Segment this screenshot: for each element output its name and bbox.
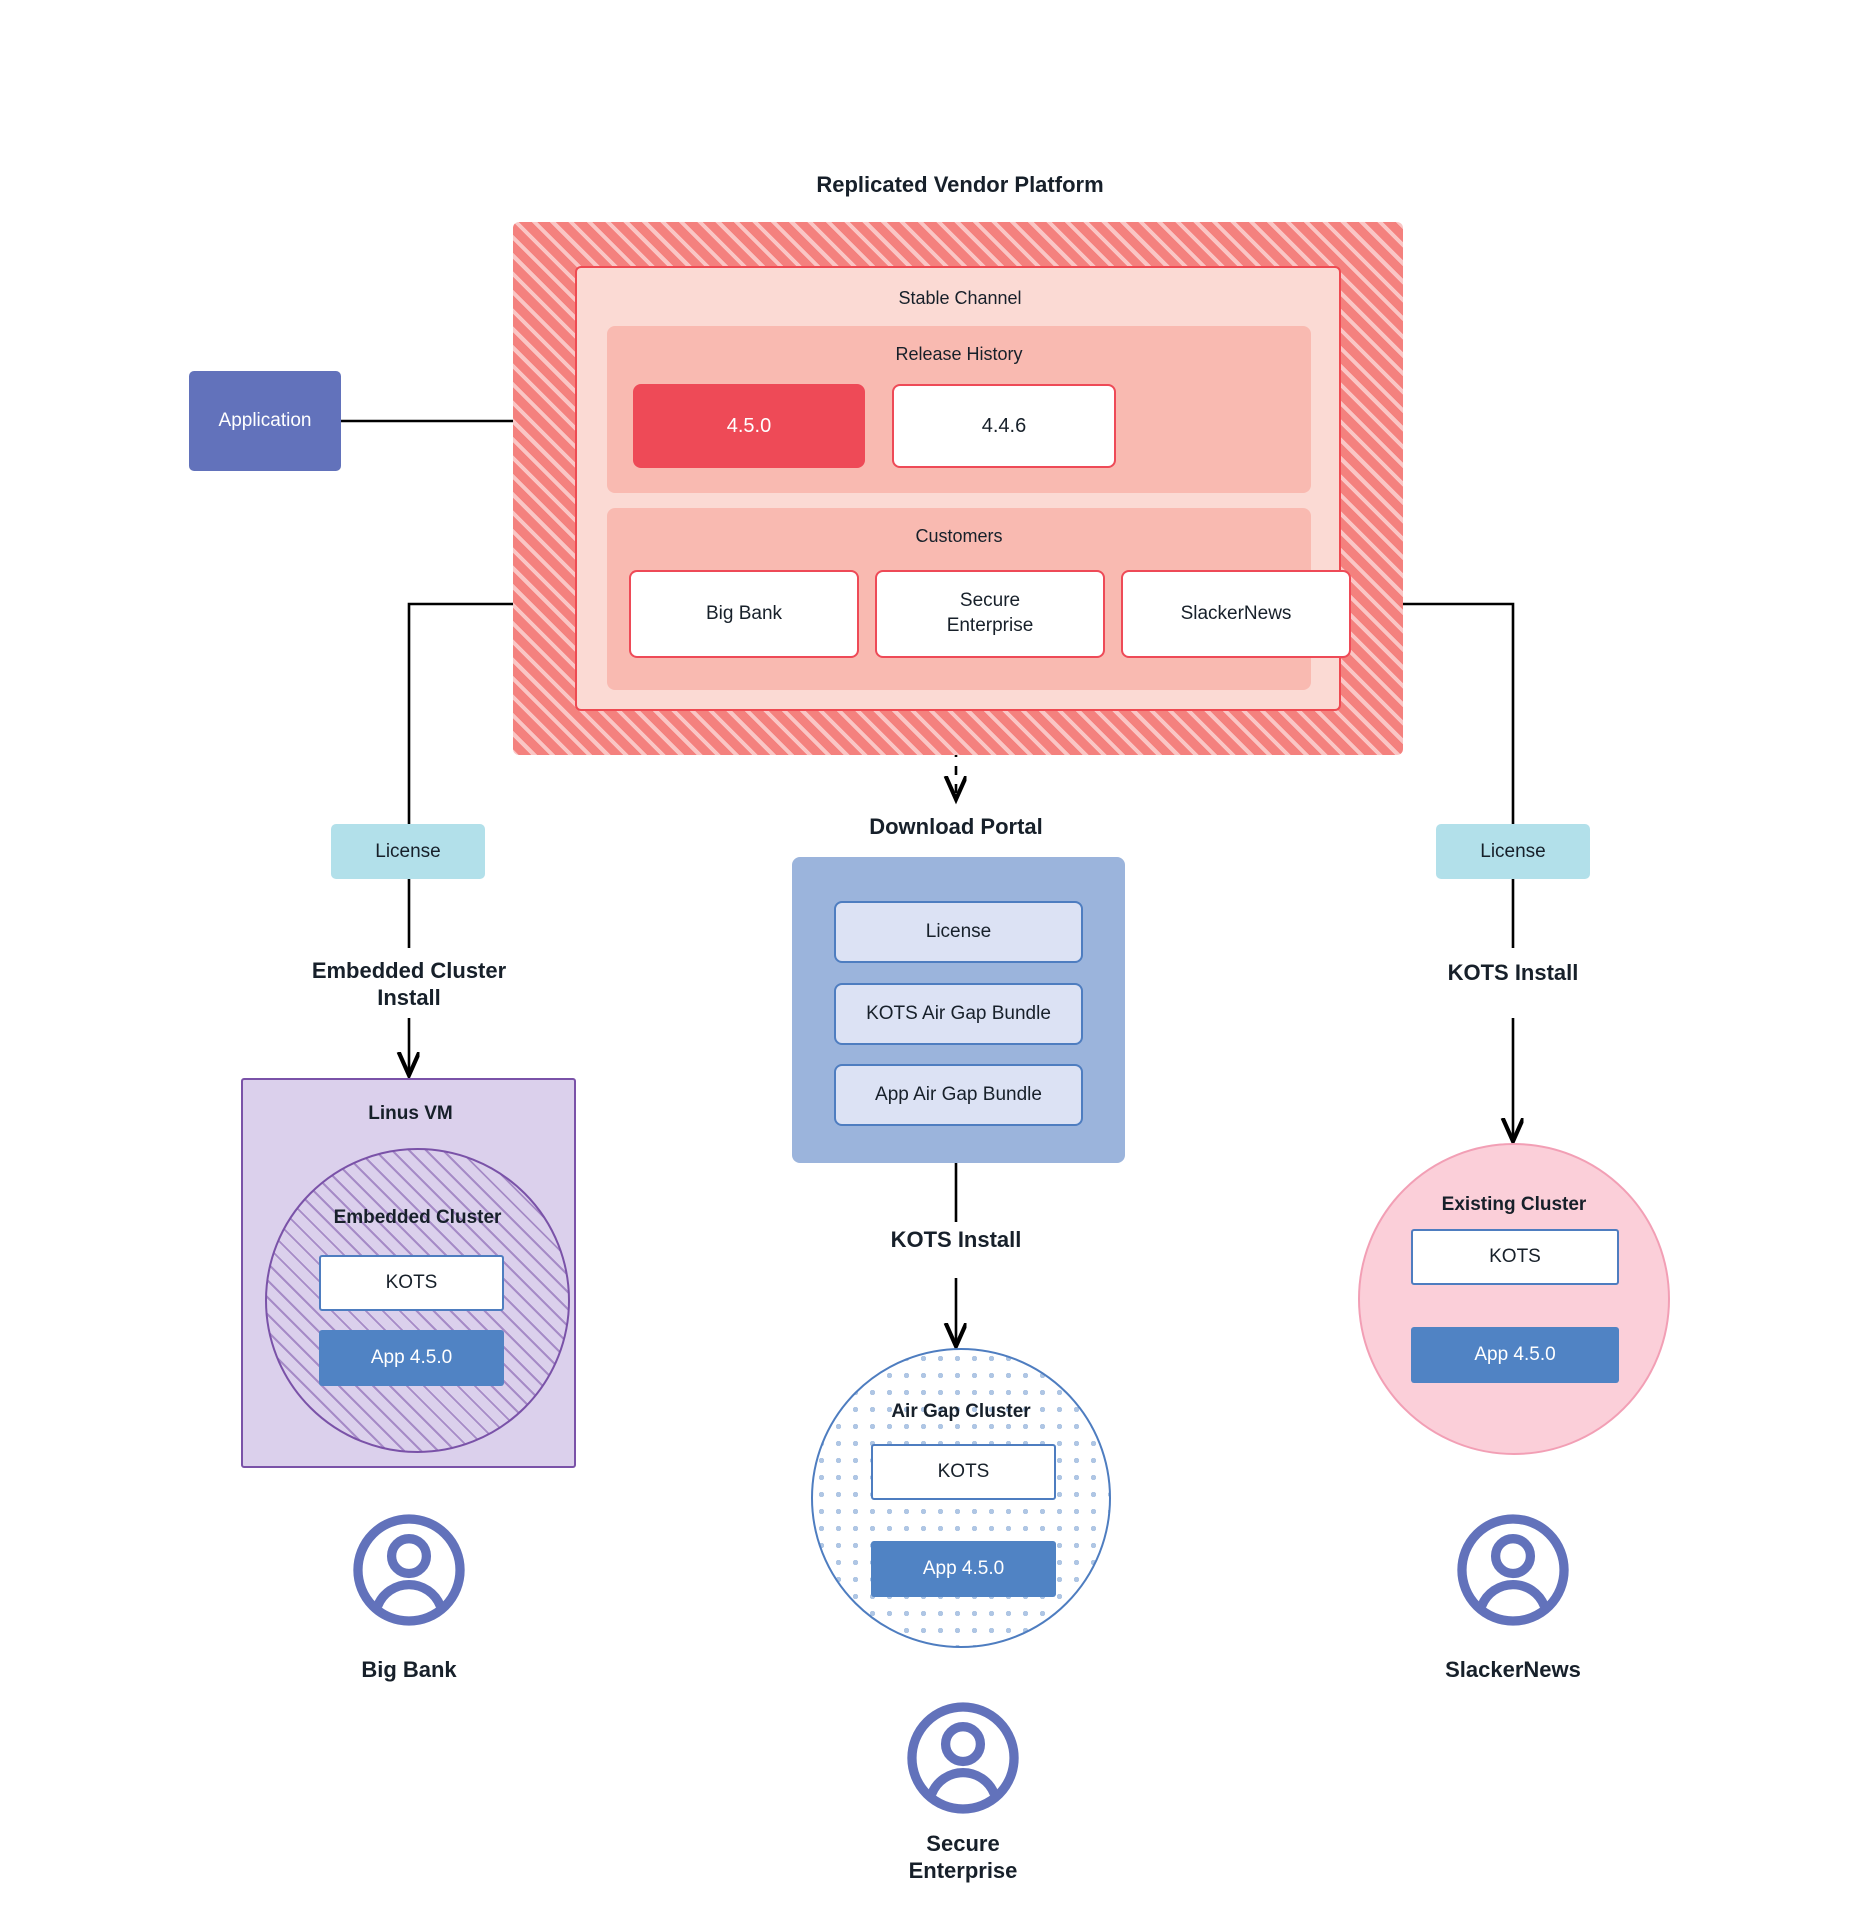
- license-chip-left[interactable]: License: [331, 824, 485, 879]
- portal-item-license[interactable]: License: [834, 901, 1083, 963]
- app-version-label: App 4.5.0: [370, 1347, 453, 1368]
- release-history-title: Release History: [895, 343, 1023, 364]
- app-box-middle[interactable]: App 4.5.0: [871, 1541, 1056, 1597]
- kots-box-left[interactable]: KOTS: [319, 1255, 504, 1311]
- customer-name-label: Secure Enterprise: [946, 590, 1034, 636]
- linus-vm-label: Linus VM: [368, 1103, 453, 1124]
- avatar-big-bank: [353, 1514, 465, 1626]
- download-portal-container: License KOTS Air Gap Bundle App Air Gap …: [792, 857, 1125, 1163]
- app-version-label: App 4.5.0: [922, 1558, 1005, 1579]
- stable-channel-container: Stable Channel Release History 4.5.0 4.4…: [575, 266, 1351, 711]
- vendor-platform-container: Stable Channel Release History 4.5.0 4.4…: [513, 222, 1403, 755]
- release-card-previous[interactable]: 4.4.6: [892, 384, 1116, 468]
- kots-box-right[interactable]: KOTS: [1411, 1229, 1619, 1285]
- customer-card-secure-enterprise[interactable]: Secure Enterprise: [875, 570, 1105, 658]
- customer-card-big-bank[interactable]: Big Bank: [629, 570, 859, 658]
- portal-item-kots-air-gap-bundle[interactable]: KOTS Air Gap Bundle: [834, 983, 1083, 1045]
- kots-label: KOTS: [1489, 1246, 1541, 1267]
- linus-vm-container: Linus VM Embedded Cluster KOTS App 4.5.0: [241, 1078, 576, 1468]
- portal-item-label: License: [925, 921, 992, 942]
- kots-label: KOTS: [937, 1461, 990, 1482]
- persona-label-secure-enterprise: Secure Enterprise: [908, 1830, 1018, 1884]
- license-label: License: [1480, 840, 1546, 862]
- page-title: Replicated Vendor Platform: [816, 172, 1104, 197]
- kots-install-label-right: KOTS Install: [1447, 960, 1579, 986]
- portal-item-label: KOTS Air Gap Bundle: [866, 1003, 1051, 1024]
- portal-item-label: App Air Gap Bundle: [875, 1084, 1042, 1105]
- kots-install-label-middle: KOTS Install: [890, 1227, 1022, 1253]
- avatar-secure-enterprise: [907, 1702, 1019, 1814]
- customers-panel: Customers Big Bank Secure Enterprise Sla…: [607, 508, 1351, 690]
- persona-label-slackernews: SlackerNews: [1445, 1657, 1581, 1683]
- airgap-cluster-label: Air Gap Cluster: [891, 1401, 1031, 1422]
- download-portal-title: Download Portal: [869, 814, 1043, 839]
- application-label: Application: [218, 410, 312, 431]
- release-card-current[interactable]: 4.5.0: [633, 384, 865, 468]
- app-version-label: App 4.5.0: [1474, 1344, 1556, 1365]
- license-chip-right[interactable]: License: [1436, 824, 1590, 879]
- stable-channel-title: Stable Channel: [898, 287, 1022, 308]
- app-box-left[interactable]: App 4.5.0: [319, 1330, 504, 1386]
- persona-label-big-bank: Big Bank: [361, 1657, 457, 1683]
- license-label: License: [375, 840, 441, 862]
- customers-title: Customers: [915, 525, 1003, 546]
- app-box-right[interactable]: App 4.5.0: [1411, 1327, 1619, 1383]
- application-box[interactable]: Application: [189, 371, 341, 471]
- release-version-label: 4.4.6: [981, 414, 1027, 437]
- customer-name-label: SlackerNews: [1180, 602, 1292, 624]
- portal-item-app-air-gap-bundle[interactable]: App Air Gap Bundle: [834, 1064, 1083, 1126]
- kots-label: KOTS: [385, 1272, 438, 1293]
- customer-card-slackernews[interactable]: SlackerNews: [1121, 570, 1351, 658]
- embedded-cluster-install-label: Embedded Cluster Install: [311, 957, 507, 1011]
- existing-cluster-label: Existing Cluster: [1441, 1194, 1587, 1215]
- avatar-slackernews: [1457, 1514, 1569, 1626]
- existing-cluster-circle: Existing Cluster: [1358, 1143, 1670, 1455]
- release-version-label: 4.5.0: [726, 414, 772, 437]
- embedded-cluster-label: Embedded Cluster: [333, 1207, 502, 1228]
- customer-name-label: Big Bank: [705, 602, 783, 624]
- kots-box-middle[interactable]: KOTS: [871, 1444, 1056, 1500]
- release-history-panel: Release History 4.5.0 4.4.6: [607, 326, 1311, 493]
